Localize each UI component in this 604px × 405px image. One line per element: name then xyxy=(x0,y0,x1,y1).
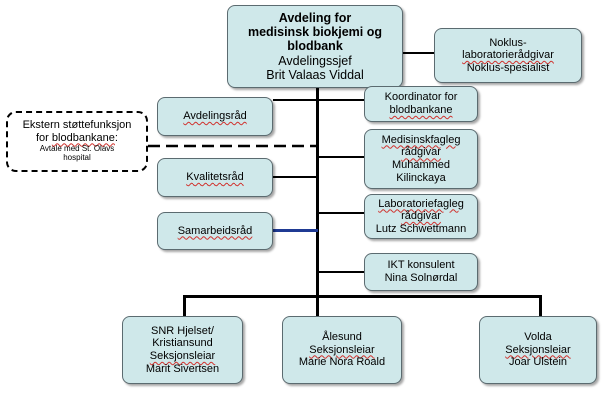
kvalitetsrad-label: Kvalitetsråd xyxy=(186,171,244,184)
link-ikt xyxy=(318,271,364,273)
samarbeidsrad-label: Samarbeidsråd xyxy=(177,224,253,237)
volda-line1: Volda xyxy=(524,331,552,344)
snr-line1: SNR Hjelset/ xyxy=(151,324,214,337)
laboratoriefagleg-line3: Lutz Schwettmann xyxy=(375,222,467,235)
link-kvalitetsrad xyxy=(273,176,318,178)
ekstern-box: Ekstern støttefunksjon for blodbankane: … xyxy=(6,111,148,172)
laboratoriefagleg-line2: rådgivar xyxy=(401,210,441,223)
head-line2: medisinsk biokjemi og xyxy=(247,24,383,39)
link-laboratoriefagleg xyxy=(318,212,364,214)
snr-line3: Seksjonsleiar xyxy=(149,350,216,362)
noklus-box: Noklus- laboratorierådgivar Noklus-spesi… xyxy=(434,28,582,83)
medisinsk-line3: Muhammed xyxy=(391,159,451,171)
ikt-line2: Nina Solnørdal xyxy=(384,272,458,284)
koordinator-line2: blodbankane xyxy=(389,104,453,116)
snr-line4: Marit Sivertsen xyxy=(145,362,220,375)
medisinsk-box: Medisinskfagleg rådgivar Muhammed Kilinc… xyxy=(364,129,478,189)
samarbeidsrad-box: Samarbeidsråd xyxy=(157,212,273,250)
ikt-box: IKT konsulent Nina Solnørdal xyxy=(364,253,478,291)
koordinator-box: Koordinator for blodbankane xyxy=(364,86,478,122)
medisinsk-line2: rådgivar xyxy=(401,146,441,159)
alesund-line1: Ålesund xyxy=(322,331,362,344)
koordinator-line1: Koordinator for xyxy=(384,91,458,104)
medisinsk-line4: Kilinckaya xyxy=(396,171,446,184)
volda-box: Volda Seksjonsleiar Joar Ulstein xyxy=(479,316,597,384)
laboratoriefagleg-box: Laboratoriefagleg rådgivar Lutz Schwettm… xyxy=(364,194,478,239)
ekstern-line2: for blodbankane: xyxy=(36,131,118,144)
avdelingsrad-label: Avdelingsråd xyxy=(183,110,247,123)
avdelingsrad-box: Avdelingsråd xyxy=(157,97,273,136)
alesund-line2: Seksjonsleiar xyxy=(309,343,375,356)
snr-line2: Kristiansund xyxy=(152,337,213,350)
ekstern-line4: hospital xyxy=(63,153,91,163)
head-box: Avdeling for medisinsk biokjemi og blodb… xyxy=(227,5,403,88)
alesund-box: Ålesund Seksjonsleiar Marie Nora Roald xyxy=(282,316,402,384)
noklus-line1: Noklus- xyxy=(489,36,527,49)
head-line1: Avdeling for xyxy=(278,10,352,25)
main-trunk-line xyxy=(316,88,319,297)
link-noklus xyxy=(403,52,435,54)
head-line3: blodbank xyxy=(287,39,343,54)
head-line4: Avdelingssjef xyxy=(278,53,352,68)
laboratoriefagleg-line1: Laboratoriefagleg xyxy=(378,197,464,210)
volda-line3: Joar Ulstein xyxy=(508,356,568,369)
snr-box: SNR Hjelset/ Kristiansund Seksjonsleiar … xyxy=(122,316,243,384)
link-samarbeidsrad xyxy=(273,229,318,232)
link-koordinator xyxy=(318,99,364,101)
drop-volda xyxy=(539,295,542,317)
kvalitetsrad-box: Kvalitetsråd xyxy=(157,158,273,197)
head-line5: Brit Valaas Viddal xyxy=(266,68,364,83)
noklus-line2: laboratorierådgivar xyxy=(462,49,554,62)
link-medisinsk xyxy=(318,156,364,158)
drop-alesund xyxy=(316,295,319,317)
bottom-horizontal-line xyxy=(183,295,541,298)
ekstern-line3: Avtale med St. Olavs xyxy=(39,144,115,154)
alesund-line3: Marie Nora Roald xyxy=(298,356,386,369)
ekstern-line1: Ekstern støttefunksjon xyxy=(22,119,132,131)
link-avdelingsrad xyxy=(273,99,318,101)
noklus-line3: Noklus-spesialist xyxy=(466,61,550,74)
drop-snr xyxy=(183,295,186,317)
medisinsk-line1: Medisinskfagleg xyxy=(381,133,461,146)
volda-line2: Seksjonsleiar xyxy=(505,343,571,356)
ikt-line1: IKT konsulent xyxy=(387,259,455,272)
